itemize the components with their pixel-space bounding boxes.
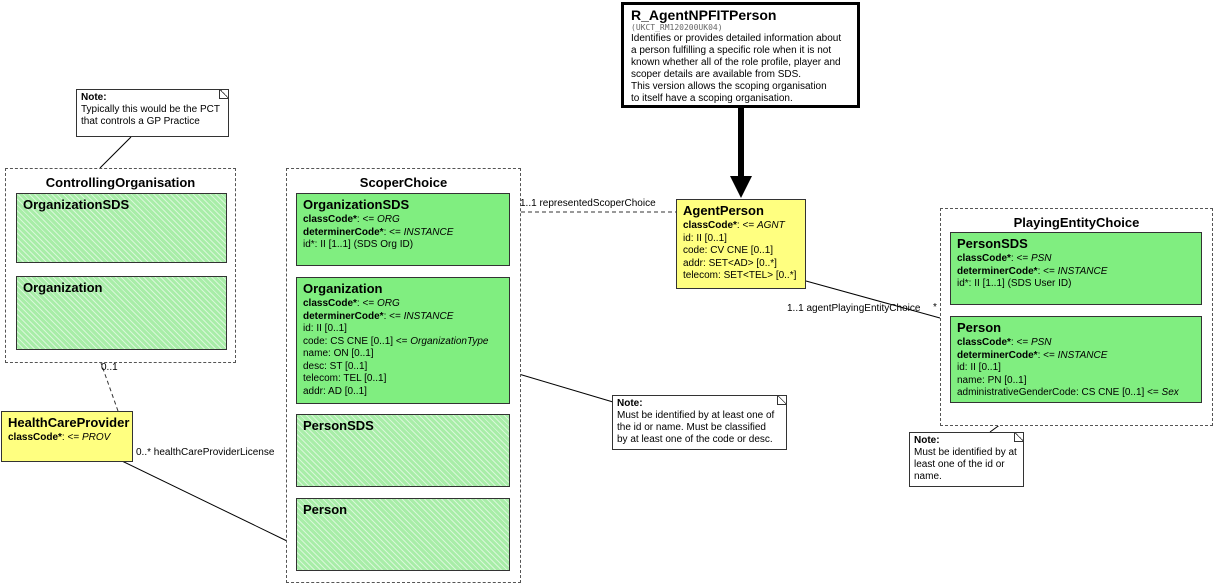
- agent-person-attr: addr: SET<AD> [0..*]: [683, 257, 777, 269]
- note-person-title: Note:: [914, 435, 940, 446]
- playing-person-attr: administrativeGenderCode: CS CNE [0..1] …: [957, 387, 1179, 398]
- agent-person-attr: code: CV CNE [0..1]: [683, 245, 774, 256]
- note-organization-line: by at least one of the code or desc.: [617, 434, 773, 445]
- note-pct: Note: Typically this would be the PCT th…: [76, 89, 229, 137]
- scoper-org-attr: id: II [0..1]: [303, 323, 347, 334]
- note-person-line: name.: [914, 471, 942, 482]
- note-person: Note: Must be identified by at least one…: [909, 432, 1024, 487]
- scoper-org-attr: determinerCode*: <= INSTANCE: [303, 310, 454, 322]
- entry-point-code: (UKCT_RM120200UK04): [631, 23, 723, 32]
- playing-person-title: Person: [957, 320, 1002, 335]
- scoper-person-sds-class[interactable]: PersonSDS: [296, 414, 510, 487]
- hcp-dashed-line: [100, 362, 119, 412]
- agent-playing-multiplicity: *: [933, 302, 937, 313]
- agent-person-attr: telecom: SET<TEL> [0..*]: [683, 270, 797, 281]
- hcp-license-line: [121, 460, 288, 542]
- playing-person-attr: determinerCode*: <= INSTANCE: [957, 349, 1108, 361]
- entry-point-line: to itself have a scoping organisation.: [631, 93, 793, 104]
- healthcare-provider-class[interactable]: HealthCareProvider classCode*: <= PROV: [1, 411, 133, 462]
- scoper-org-sds-class[interactable]: OrganizationSDS classCode*: <= ORG deter…: [296, 193, 510, 266]
- scoper-org-sds-attr: classCode*: <= ORG: [303, 214, 400, 225]
- playing-person-attr: classCode*: <= PSN: [957, 337, 1052, 348]
- note-person-line: Must be identified by at: [914, 447, 1017, 458]
- scoper-org-class[interactable]: Organization classCode*: <= ORG determin…: [296, 277, 510, 404]
- scoper-org-attr: desc: ST [0..1]: [303, 360, 368, 372]
- note-organization: Note: Must be identified by at least one…: [612, 395, 787, 450]
- playing-person-sds-attr: determinerCode*: <= INSTANCE: [957, 265, 1108, 277]
- note-pct-connector: [99, 136, 132, 169]
- healthcare-provider-attr: classCode*: <= PROV: [8, 432, 111, 443]
- playing-person-sds-title: PersonSDS: [957, 236, 1028, 251]
- playing-person-sds-attr: classCode*: <= PSN: [957, 253, 1052, 264]
- entry-point-title: R_AgentNPFITPerson: [631, 7, 777, 23]
- represented-scoper-label: 1..1 representedScoperChoice: [520, 198, 656, 209]
- agent-person-attr: id: II [0..1]: [683, 232, 727, 244]
- scoper-org-sds-attr: id*: II [1..1] (SDS Org ID): [303, 239, 414, 250]
- playing-entity-choice-title: PlayingEntityChoice: [1013, 215, 1140, 230]
- scoper-person-sds-title: PersonSDS: [303, 418, 374, 433]
- scoper-person-title: Person: [303, 502, 348, 517]
- controlling-org-title: Organization: [23, 280, 103, 295]
- agent-playing-label: 1..1 agentPlayingEntityChoice: [787, 303, 921, 314]
- scoper-org-sds-title: OrganizationSDS: [303, 197, 410, 212]
- entry-arrow-head: [730, 176, 752, 198]
- note-pct-line: Typically this would be the PCT: [81, 104, 220, 115]
- controlling-organisation-title: ControllingOrganisation: [45, 175, 196, 190]
- agent-person-title: AgentPerson: [683, 203, 764, 218]
- controlling-org-class[interactable]: Organization: [16, 276, 227, 350]
- entry-point-line: This version allows the scoping organisa…: [631, 81, 827, 92]
- playing-person-sds-class[interactable]: PersonSDS classCode*: <= PSN determinerC…: [950, 232, 1202, 305]
- scoper-choice-title: ScoperChoice: [359, 175, 448, 190]
- scoper-org-attr: name: ON [0..1]: [303, 348, 374, 359]
- agent-playing-line: [805, 280, 941, 319]
- scoper-org-title: Organization: [303, 281, 383, 296]
- agent-person-class[interactable]: AgentPerson classCode*: <= AGNT id: II […: [676, 199, 806, 289]
- note-organization-title: Note:: [617, 398, 643, 409]
- scoper-org-attr: classCode*: <= ORG: [303, 298, 400, 309]
- note-org-connector: [511, 371, 614, 403]
- playing-person-attr: id: II [0..1]: [957, 362, 1001, 373]
- controlling-org-sds-title: OrganizationSDS: [23, 197, 130, 212]
- scoper-org-attr: addr: AD [0..1]: [303, 385, 367, 397]
- entry-point-line: Identifies or provides detailed informat…: [631, 33, 842, 44]
- hcp-multiplicity: 0..1: [101, 362, 118, 373]
- controlling-org-sds-class[interactable]: OrganizationSDS: [16, 193, 227, 263]
- note-person-line: least one of the id or: [914, 459, 1005, 470]
- scoper-person-class[interactable]: Person: [296, 498, 510, 571]
- healthcare-provider-title: HealthCareProvider: [8, 415, 130, 430]
- note-organization-line: the id or name. Must be classified: [617, 422, 766, 433]
- scoper-org-sds-attr: determinerCode*: <= INSTANCE: [303, 226, 454, 238]
- note-organization-line: Must be identified by at least one of: [617, 410, 775, 421]
- entry-point-box: R_AgentNPFITPerson (UKCT_RM120200UK04) I…: [621, 2, 860, 108]
- hcp-license-label: 0..* healthCareProviderLicense: [136, 447, 275, 458]
- entry-point-line: known whether all of the role profile, p…: [631, 57, 841, 68]
- scoper-org-attr: telecom: TEL [0..1]: [303, 373, 387, 384]
- entry-point-line: scoper details are available from SDS.: [631, 69, 802, 80]
- playing-person-sds-attr: id*: II [1..1] (SDS User ID): [957, 278, 1072, 289]
- scoper-org-attr: code: CS CNE [0..1] <= OrganizationType: [303, 335, 489, 347]
- note-pct-title: Note:: [81, 92, 107, 103]
- note-pct-line: that controls a GP Practice: [81, 116, 200, 127]
- agent-person-attr: classCode*: <= AGNT: [683, 220, 785, 231]
- playing-person-class[interactable]: Person classCode*: <= PSN determinerCode…: [950, 316, 1202, 403]
- entry-point-line: a person fulfilling a specific role when…: [631, 45, 832, 56]
- playing-person-attr: name: PN [0..1]: [957, 374, 1027, 386]
